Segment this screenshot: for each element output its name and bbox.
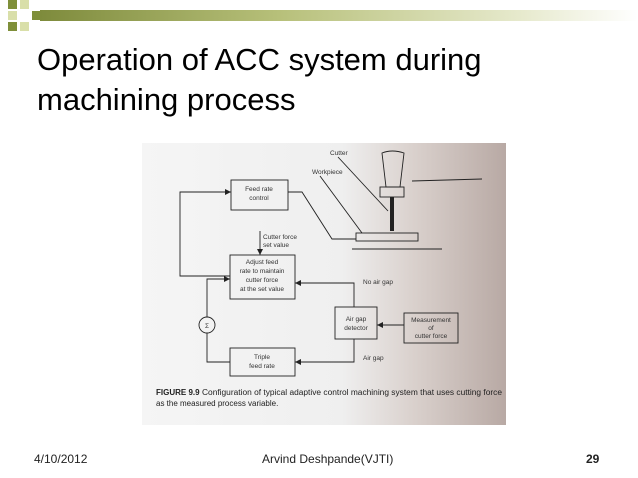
arrowhead-air	[295, 359, 301, 365]
label-detector-1: Air gap	[346, 316, 367, 323]
label-workpiece: Workpiece	[312, 169, 343, 176]
figure-photo: Cutter Workpiece Feed rate control Cutte…	[142, 143, 506, 425]
label-measurement-3: cutter force	[415, 333, 448, 340]
adjust-feed-box	[229, 254, 296, 300]
label-cutter-force-2: set value	[263, 242, 289, 249]
triple-feed-rate-box	[229, 347, 296, 377]
slide-title: Operation of ACC system during machining…	[37, 40, 617, 120]
air-gap-detector-box	[334, 306, 378, 340]
arrowhead-adjust	[224, 276, 230, 282]
header-square-2	[20, 0, 29, 9]
label-measurement-1: Measurement	[411, 317, 451, 324]
label-triple-1: Triple	[254, 354, 270, 361]
header-band	[40, 10, 638, 21]
acc-diagram: Cutter Workpiece Feed rate control Cutte…	[156, 150, 503, 408]
title-line-2: machining process	[37, 82, 296, 117]
label-detector-2: detector	[344, 325, 368, 332]
header-square-4	[8, 11, 17, 20]
arrowhead-set	[257, 249, 263, 255]
spindle-head	[379, 186, 405, 198]
spindle	[381, 150, 405, 188]
control-to-table-line	[288, 191, 356, 240]
feedback-loop-line	[179, 191, 231, 277]
footer-page-number: 29	[586, 452, 600, 466]
header-square-5	[20, 22, 29, 31]
arrowhead-measure	[377, 322, 383, 328]
label-adjust-2: rate to maintain	[240, 268, 285, 275]
footer-date: 4/10/2012	[34, 452, 88, 466]
header-square-1	[8, 0, 17, 9]
measurement-box	[403, 312, 459, 344]
footer-author: Arvind Deshpande(VJTI)	[262, 452, 394, 466]
label-feed-rate-1: Feed rate	[245, 186, 273, 193]
label-adjust-4: at the set value	[240, 286, 284, 293]
label-sum: Σ	[205, 323, 209, 330]
workpiece-table	[355, 232, 419, 242]
label-adjust-3: cutter force	[246, 277, 279, 284]
label-no-air-gap: No air gap	[363, 279, 393, 286]
sum-to-adjust-line	[206, 278, 230, 317]
header-square-6	[8, 22, 17, 31]
triple-to-sum-line	[206, 333, 230, 363]
header-square-3	[32, 11, 41, 20]
label-cutter: Cutter	[330, 150, 349, 157]
label-adjust-1: Adjust feed	[246, 259, 279, 266]
title-line-1: Operation of ACC system during	[37, 42, 482, 77]
workpiece-pointer	[319, 175, 363, 234]
label-air-gap: Air gap	[363, 355, 384, 362]
feed-rate-control-box	[230, 179, 289, 211]
wire-line	[411, 178, 483, 182]
no-air-gap-line	[295, 282, 355, 307]
arrowhead-no-air	[295, 280, 301, 286]
label-feed-rate-2: control	[249, 195, 269, 202]
caption-line-2: as the measured process variable.	[156, 399, 278, 408]
label-cutter-force-1: Cutter force	[263, 234, 297, 241]
label-triple-2: feed rate	[249, 363, 275, 370]
label-measurement-2: of	[428, 325, 434, 332]
arrowhead-control	[225, 189, 231, 195]
caption-figure-number: FIGURE 9.9	[156, 388, 200, 397]
caption-line-1: Configuration of typical adaptive contro…	[202, 388, 503, 397]
cutter-pointer	[337, 156, 389, 212]
air-gap-line	[295, 339, 355, 363]
